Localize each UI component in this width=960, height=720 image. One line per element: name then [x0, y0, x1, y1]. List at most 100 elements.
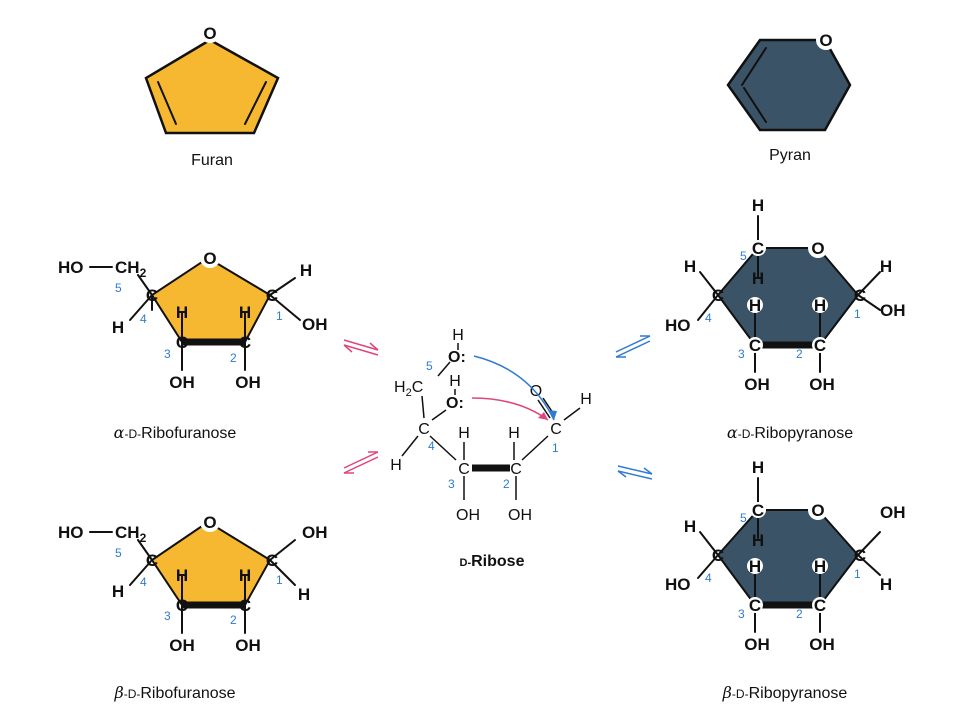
- beta-furanose-oh1: OH: [302, 523, 328, 542]
- alpha-furanose-ch2: CH2: [115, 258, 147, 280]
- beta-pyranose-locant-2: 2: [796, 607, 803, 621]
- beta-pyranose-c2: C: [814, 596, 826, 615]
- beta-pyranose-h2: H: [814, 557, 826, 576]
- alpha-pyranose-h4: H: [684, 257, 696, 276]
- alpha-ribopyranose: O C 5 H H C 4 H HO C 1 H OH H C 3 OH: [665, 196, 906, 442]
- alpha-pyranose-oh3: OH: [744, 375, 770, 394]
- alpha-pyranose-c1: C: [854, 286, 866, 305]
- beta-pyranose-ring-oxygen: O: [811, 501, 824, 520]
- alpha-pyranose-h5b: H: [752, 269, 764, 288]
- beta-furanose-ring-oxygen: O: [203, 513, 216, 532]
- beta-ribofuranose: O C 4 H HO CH2 5 C 1 OH H C 3 H OH C 2 H…: [58, 512, 328, 702]
- beta-furanose-oh3: OH: [169, 636, 195, 655]
- ribose-oh2: OH: [508, 507, 532, 524]
- alpha-furanose-c3: C: [176, 333, 188, 352]
- d-ribose-caption: D-Ribose: [460, 553, 525, 570]
- ribose-h2: H: [508, 425, 520, 442]
- beta-pyranose-h3: H: [749, 557, 761, 576]
- alpha-ribofuranose-caption: α-D-Ribofuranose: [114, 423, 237, 442]
- beta-furanose-locant-3: 3: [164, 609, 171, 623]
- alpha-pyranose-oh2: OH: [809, 375, 835, 394]
- alpha-pyranose-c2: C: [814, 336, 826, 355]
- alpha-furanose-oh3: OH: [169, 373, 195, 392]
- alpha-pyranose-locant-5: 5: [740, 249, 747, 263]
- beta-furanose-h4: H: [112, 582, 124, 601]
- beta-ribofuranose-caption: β-D-Ribofuranose: [113, 683, 235, 702]
- alpha-pyranose-locant-4: 4: [705, 311, 712, 325]
- ribose-locant-5: 5: [426, 359, 433, 373]
- beta-pyranose-c4: C: [712, 546, 724, 565]
- beta-ribopyranose-caption: β-D-Ribopyranose: [722, 683, 848, 702]
- d-ribose-open-chain: H O: 5 H2C H O: C 4 H C 3 H OH C 2 H OH: [390, 327, 592, 570]
- beta-pyranose-locant-5: 5: [740, 511, 747, 525]
- alpha-furanose-locant-3: 3: [164, 347, 171, 361]
- beta-furanose-c2: C: [239, 596, 251, 615]
- beta-pyranose-oh3: OH: [744, 635, 770, 654]
- alpha-ribopyranose-caption: α-D-Ribopyranose: [727, 423, 853, 442]
- beta-pyranose-h5a: H: [752, 458, 764, 477]
- ribose-h1: H: [580, 391, 592, 408]
- alpha-furanose-c1: C: [266, 286, 278, 305]
- ribose-o5: O:: [448, 349, 466, 366]
- alpha-pyranose-locant-1: 1: [854, 307, 861, 321]
- alpha-furanose-ring-oxygen: O: [203, 249, 216, 268]
- ribose-h-o4: H: [449, 373, 461, 390]
- ribose-locant-1: 1: [552, 441, 559, 455]
- alpha-furanose-locant-4: 4: [140, 312, 147, 326]
- furan-double-bond-right: [244, 81, 267, 125]
- beta-furanose-ch2: CH2: [115, 523, 147, 545]
- alpha-furanose-h3: H: [176, 303, 188, 322]
- ribose-oh3: OH: [456, 507, 480, 524]
- pyran-double-bond-top: [741, 47, 767, 86]
- beta-pyranose-h5b: H: [752, 531, 764, 550]
- beta-pyranose-c3: C: [749, 596, 761, 615]
- alpha-furanose-locant-5: 5: [115, 281, 122, 295]
- beta-furanose-h1: H: [298, 585, 310, 604]
- alpha-pyranose-oh1: OH: [880, 301, 906, 320]
- alpha-furanose-ho5: HO: [58, 258, 84, 277]
- beta-furanose-locant-1: 1: [276, 573, 283, 587]
- alpha-pyranose-h5a: H: [752, 196, 764, 215]
- alpha-furanose-h4: H: [112, 318, 124, 337]
- beta-pyranose-h4: H: [684, 517, 696, 536]
- alpha-pyranose-h3: H: [749, 296, 761, 315]
- alpha-furanose-ring: [150, 256, 272, 343]
- ribose-h4: H: [390, 457, 402, 474]
- alpha-pyranose-h1: H: [880, 257, 892, 276]
- alpha-furanose-h2: H: [239, 303, 251, 322]
- furan-oxygen-bg: [200, 23, 220, 43]
- ribose-locant-2: 2: [503, 477, 510, 491]
- ribose-h-o5: H: [452, 327, 464, 344]
- alpha-furanose-c4: C: [146, 286, 158, 305]
- alpha-pyranose-locant-2: 2: [796, 347, 803, 361]
- equilibrium-arrow-to-alpha-furanose: [343, 339, 379, 356]
- beta-furanose-h3: H: [176, 566, 188, 585]
- beta-ribopyranose: O C 5 H H C 4 H HO C 1 OH H H C 3 OH: [665, 458, 906, 702]
- pyran-double-bond-bottom: [743, 87, 767, 123]
- furan-ring: [144, 38, 280, 135]
- alpha-pyranose-c3: C: [749, 336, 761, 355]
- furan-oxygen: O: [203, 24, 216, 43]
- beta-pyranose-ho4: HO: [665, 575, 691, 594]
- beta-pyranose-locant-4: 4: [705, 571, 712, 585]
- alpha-pyranose-h2: H: [814, 296, 826, 315]
- equilibrium-arrow-to-beta-furanose: [343, 451, 379, 474]
- alpha-furanose-oh1: OH: [302, 315, 328, 334]
- beta-furanose-locant-5: 5: [115, 546, 122, 560]
- beta-pyranose-ring: [716, 509, 860, 606]
- beta-furanose-c3: C: [176, 596, 188, 615]
- attack-arrow-o5: [473, 355, 555, 421]
- beta-furanose-ring: [150, 520, 272, 606]
- alpha-furanose-h1: H: [300, 261, 312, 280]
- alpha-pyranose-locant-3: 3: [738, 347, 745, 361]
- alpha-pyranose-c4: C: [712, 286, 724, 305]
- beta-furanose-locant-2: 2: [230, 613, 237, 627]
- alpha-pyranose-ring: [716, 247, 860, 346]
- beta-furanose-c1: C: [266, 551, 278, 570]
- beta-furanose-locant-4: 4: [140, 575, 147, 589]
- beta-pyranose-h1: H: [880, 575, 892, 594]
- furan-double-bond-left: [157, 81, 177, 125]
- alpha-furanose-oh2: OH: [235, 373, 261, 392]
